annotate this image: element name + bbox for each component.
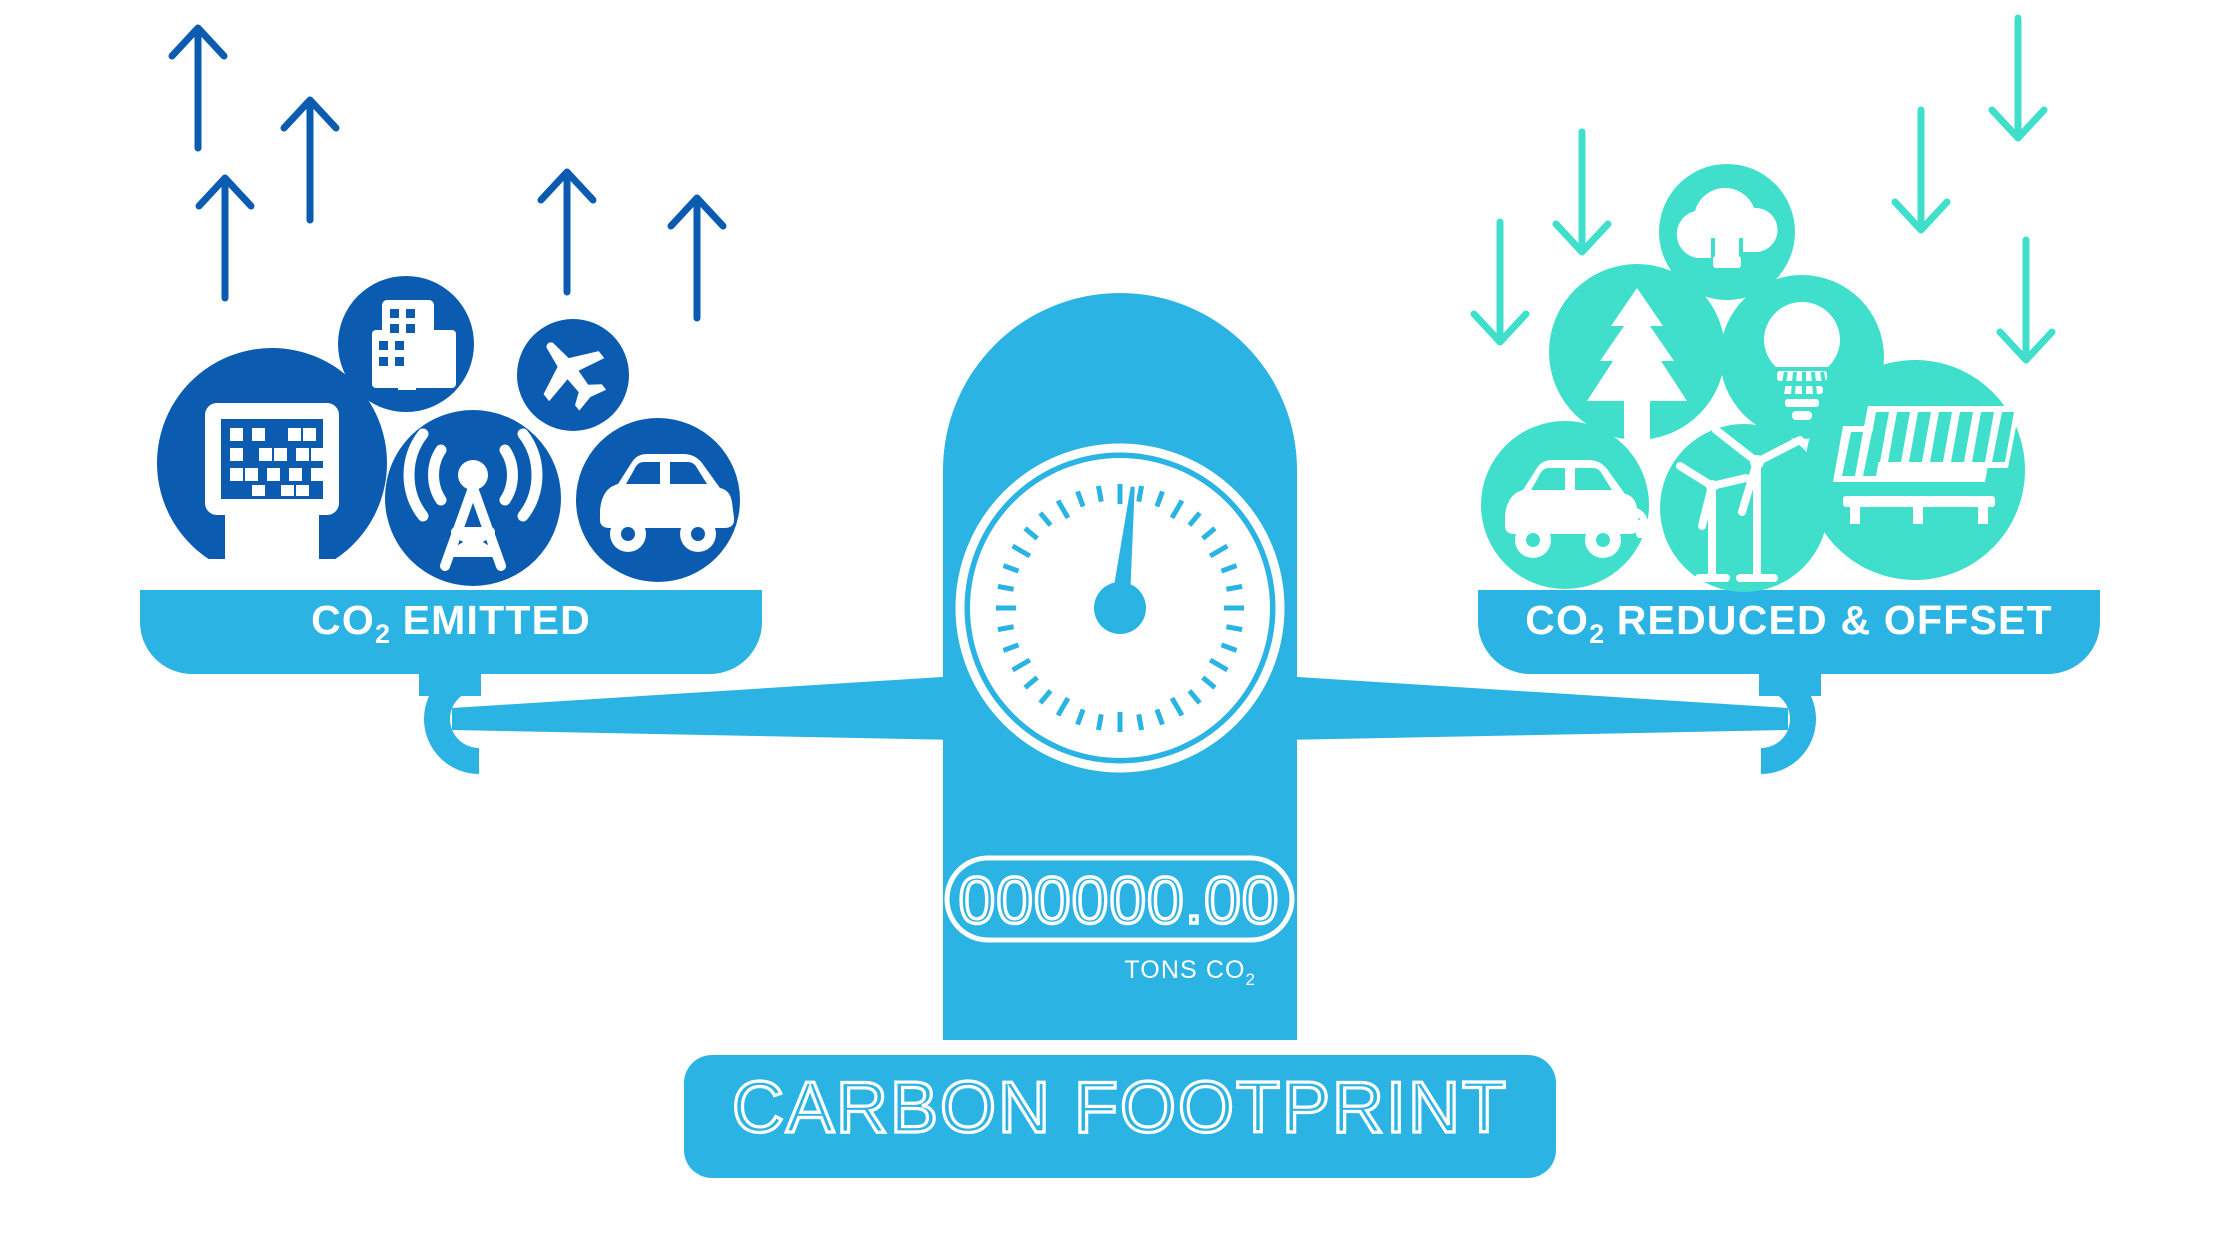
right-pan-tray [1478,590,2100,674]
cloud-capture-icon [1659,164,1795,300]
emission-arrow-up-icon [199,178,251,298]
offset-arrow-down-icon [1992,18,2044,138]
emission-arrow-up-icon [541,172,593,292]
right-pan-label-rest: REDUCED & OFFSET [1604,597,2053,643]
left-pan-assembly: CO2 EMITTED [140,276,762,774]
left-pan-tray [140,590,762,674]
left-pan-label-rest: EMITTED [390,597,591,643]
solar-panel-icon [1805,360,2025,580]
car-icon [576,418,740,582]
emission-arrow-up-icon [671,198,723,318]
readout-units-main: TONS CO [1124,956,1245,984]
offset-arrow-down-icon [1556,132,1608,252]
wind-turbine-icon [1660,424,1828,592]
scale-arm-left [452,676,958,740]
tree-icon [1549,264,1725,440]
left-pan-label-main: CO [311,597,375,643]
emission-arrow-up-icon [172,28,224,148]
emission-arrow-up-icon [284,100,336,220]
dial-needle-hub [1094,582,1146,634]
scale-beam-group [452,676,1788,740]
airplane-icon [517,319,629,431]
right-pan-label: CO2 REDUCED & OFFSET [1525,597,2053,649]
left-pan-label: CO2 EMITTED [311,597,591,649]
offset-icon-cluster [1481,164,2025,592]
cell-tower-icon [385,410,561,586]
right-pan-assembly: CO2 REDUCED & OFFSET [1478,164,2100,774]
office-buildings-icon [338,276,474,412]
readout-window [944,855,1295,943]
dial-needle [1112,486,1135,608]
offset-arrow-down-icon [2000,240,2052,360]
dial-ticks-group [996,484,1244,732]
readout-units: TONS CO2 [1124,956,1255,989]
emitted-icon-cluster [157,276,740,586]
page-title: CARBON FOOTPRINT [732,1068,1508,1148]
offset-arrow-down-icon [1474,222,1526,342]
readout-value: 000000.00 [959,863,1280,937]
right-pan-label-main: CO [1525,597,1589,643]
scale-body-group: 000000.00 TONS CO2 CARBON FOOTPRINT [684,293,1556,1178]
left-pan-label-subscript: 2 [375,619,390,649]
emitted-arrows-group [172,28,723,318]
right-pan-label-subscript: 2 [1589,619,1604,649]
data-center-icon [157,348,387,581]
scale-arm-right [1282,676,1788,740]
readout-units-subscript: 2 [1246,970,1255,989]
scale-base-plinth [684,1055,1556,1178]
electric-car-icon [1481,421,1664,589]
offset-arrow-down-icon [1895,110,1947,230]
dial-bezel-outer [955,443,1285,773]
